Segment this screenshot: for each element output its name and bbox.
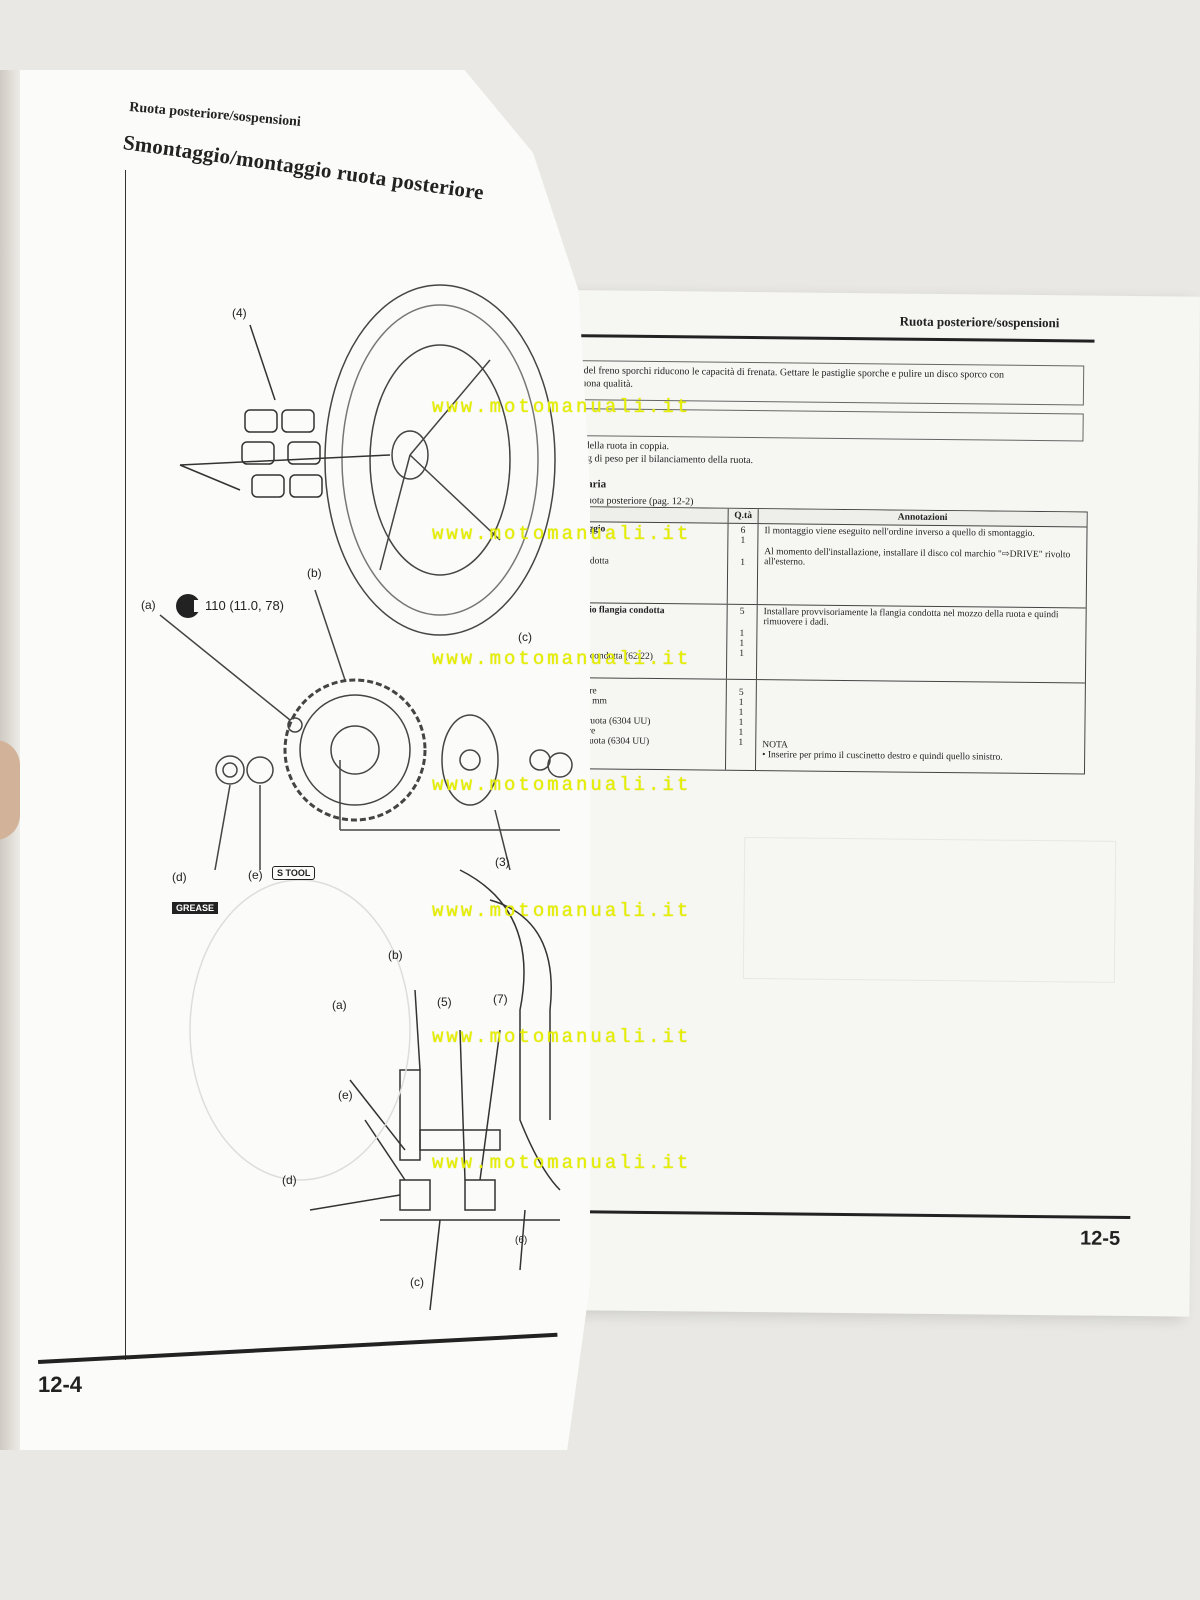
label-7: (7) <box>493 992 508 1006</box>
wheel-hub <box>391 430 429 480</box>
exploded-diagram <box>159 284 573 1311</box>
note-line-2: di 60 g di peso per il bilanciamento del… <box>564 453 754 467</box>
watermark: www.motomanuali.it <box>432 396 692 418</box>
watermark: www.motomanuali.it <box>432 1026 692 1048</box>
grease-badge: GREASE <box>172 902 219 914</box>
table-row: ontaggio flangia condotta flangia condot… <box>556 602 1086 684</box>
watermark: www.motomanuali.it <box>432 900 692 922</box>
watermark: www.motomanuali.it <box>432 523 692 545</box>
collar <box>246 756 274 784</box>
label-d: (d) <box>172 870 187 884</box>
special-tool-badge: S TOOL <box>272 866 316 880</box>
label-e-section: (e) <box>338 1088 353 1102</box>
watermark: www.motomanuali.it <box>432 1152 692 1174</box>
label-c-section: (c) <box>410 1275 424 1289</box>
right-header-rule <box>569 334 1095 343</box>
torque-wrench-icon <box>176 594 210 618</box>
watermark: www.motomanuali.it <box>432 774 692 796</box>
label-a: (a) <box>141 598 156 612</box>
label-a-section: (a) <box>332 998 347 1012</box>
left-page-number: 12-4 <box>38 1372 83 1397</box>
label-b: (b) <box>307 566 322 580</box>
label-e: (e) <box>248 868 263 882</box>
bleed-through-table <box>742 836 1117 983</box>
right-page-header: Ruota posteriore/sospensioni <box>899 313 1060 331</box>
label-3: (3) <box>495 855 510 869</box>
right-footer-rule <box>560 1210 1131 1220</box>
label-4: (4) <box>232 306 247 320</box>
right-page-number: 12-5 <box>1079 1227 1121 1250</box>
left-page-frame <box>125 170 566 1360</box>
rear-sprocket <box>283 678 427 822</box>
flange-nut <box>287 717 303 733</box>
label-b-section: (b) <box>388 948 403 962</box>
left-page: Ruota posteriore/sospensioni Smontaggio/… <box>20 70 590 1450</box>
thumb <box>0 740 20 840</box>
label-d-section: (d) <box>282 1173 297 1187</box>
cross-section-view <box>309 869 561 1311</box>
wheel-dampers <box>241 409 323 498</box>
rear-tyre <box>324 284 556 636</box>
label-c: (c) <box>518 630 532 644</box>
torque-value: 110 (11.0, 78) <box>205 598 285 613</box>
watermark: www.motomanuali.it <box>432 648 692 670</box>
procedure-table: Q.tà Annotazioni montaggio o freno gia c… <box>554 505 1088 775</box>
label-6: (6) <box>515 1235 528 1246</box>
label-5: (5) <box>437 995 452 1009</box>
driven-flange <box>441 714 499 806</box>
bearing <box>215 755 245 785</box>
table-row: norzatore . 69 × 2 mm destro inistro ruo… <box>555 677 1085 774</box>
